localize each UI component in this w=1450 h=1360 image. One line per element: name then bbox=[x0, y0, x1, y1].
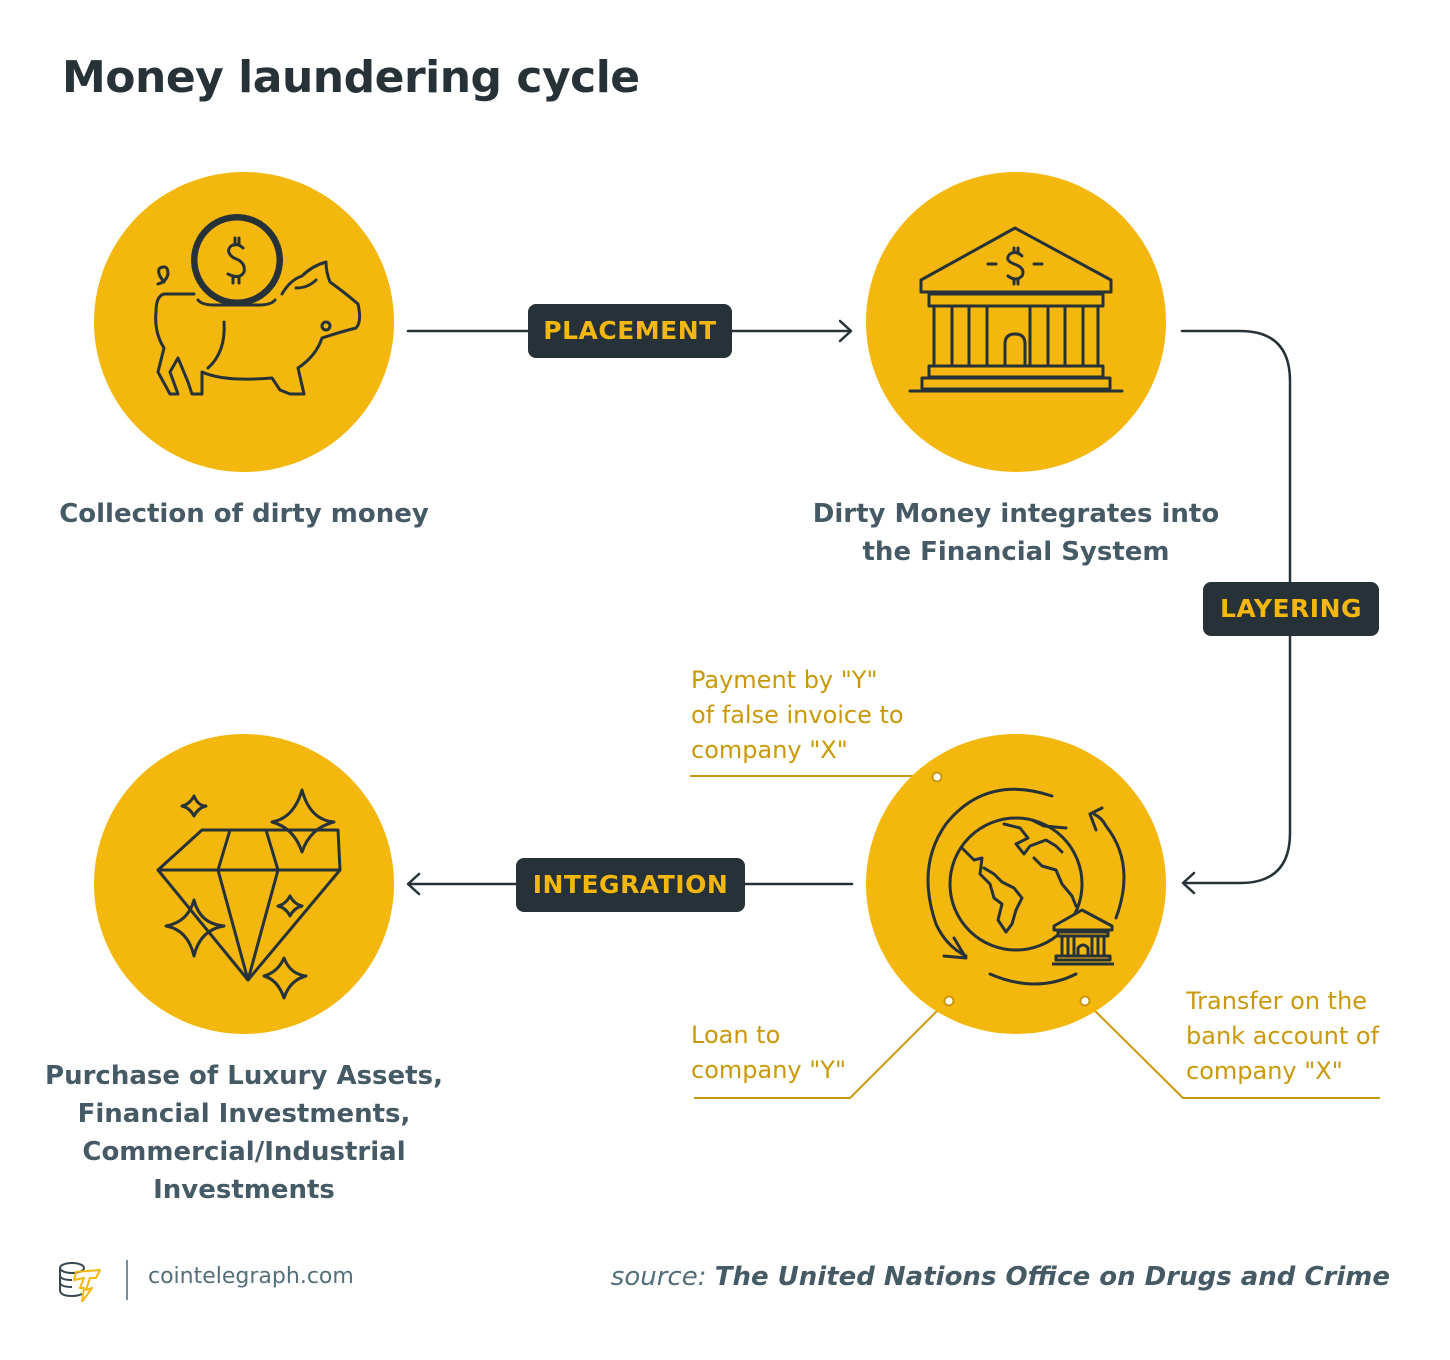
stage-luxury-assets-circle bbox=[94, 734, 394, 1034]
placement-arrowhead bbox=[838, 319, 853, 343]
callout-payment: Payment by "Y" of false invoice to compa… bbox=[691, 666, 904, 764]
globe-cycle-icon bbox=[926, 787, 1126, 986]
integration-arrowhead bbox=[406, 872, 421, 896]
callout-transfer: Transfer on the bank account of company … bbox=[1186, 987, 1380, 1085]
transfer-callout-dot bbox=[1079, 995, 1091, 1007]
stage-global-transfers-circle bbox=[866, 734, 1166, 1034]
layering-arrowhead bbox=[1181, 871, 1196, 895]
cointelegraph-logo-icon bbox=[59, 1262, 101, 1302]
phase-placement-badge: PLACEMENT bbox=[528, 304, 732, 358]
page-title: Money laundering cycle bbox=[62, 52, 640, 103]
piggy-bank-icon bbox=[154, 214, 362, 396]
stage-collection-label: Collection of dirty money bbox=[59, 499, 429, 529]
diamond-icon bbox=[156, 788, 342, 1000]
phase-integration-badge: INTEGRATION bbox=[516, 858, 745, 912]
stage-collection-circle bbox=[94, 172, 394, 472]
stage-financial-system-label: Dirty Money integrates into the Financia… bbox=[812, 499, 1220, 567]
source-prefix: source: bbox=[610, 1262, 707, 1292]
source-credit: source: The United Nations Office on Dru… bbox=[611, 1262, 1390, 1292]
source-name: The United Nations Office on Drugs and C… bbox=[714, 1262, 1390, 1292]
bank-icon bbox=[908, 226, 1124, 393]
stage-luxury-assets-label: Purchase of Luxury Assets, Financial Inv… bbox=[45, 1061, 443, 1205]
loan-callout-dot bbox=[943, 995, 955, 1007]
footer-divider bbox=[126, 1260, 128, 1300]
payment-callout-dot bbox=[931, 771, 943, 783]
stage-financial-system-circle bbox=[866, 172, 1166, 472]
footer-site-link[interactable]: cointelegraph.com bbox=[148, 1264, 354, 1289]
callout-dots bbox=[931, 771, 1091, 1007]
callout-loan: Loan to company "Y" bbox=[691, 1021, 846, 1084]
phase-layering-badge: LAYERING bbox=[1203, 582, 1379, 636]
